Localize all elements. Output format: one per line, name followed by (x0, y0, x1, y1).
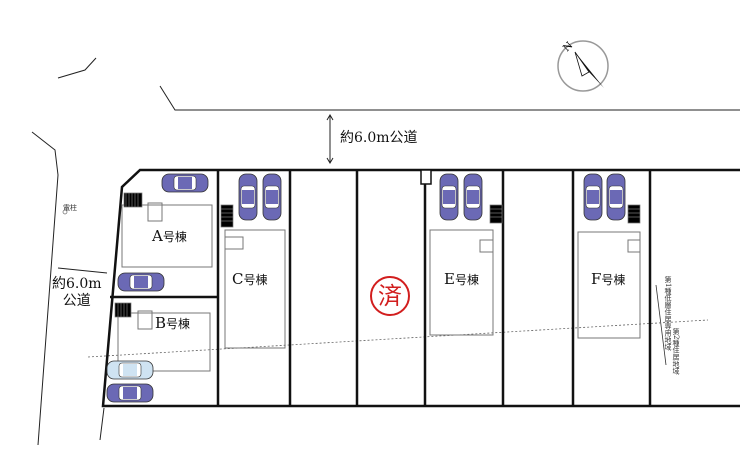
lot-f-label: F号棟 (591, 270, 626, 288)
building-footprints (117, 202, 641, 372)
road-width-arrow (326, 114, 334, 164)
car-icon (583, 173, 603, 221)
meter-box (420, 169, 432, 185)
lot-a-label: A号棟 (152, 227, 187, 245)
road-edge-north (159, 85, 740, 111)
car-icon (161, 173, 209, 193)
car-icon (606, 173, 626, 221)
parking-cars (106, 173, 626, 403)
car-icon (463, 173, 483, 221)
road-edge-west (31, 131, 59, 446)
car-icon (106, 360, 154, 380)
car-icon (439, 173, 459, 221)
road-edge-west-inner (99, 407, 105, 441)
utility-pole-label: 電柱 (63, 204, 77, 212)
car-icon (262, 173, 282, 221)
zone-boundary-arrow (655, 284, 667, 366)
west-road-width: 約6.0m (52, 276, 102, 292)
stairs (114, 192, 641, 318)
west-road-label: 約6.0m 公道 (52, 276, 102, 310)
car-icon (238, 173, 258, 221)
west-road-type: 公道 (62, 293, 91, 309)
lot-b-label: B号棟 (155, 314, 191, 332)
car-icon (117, 272, 165, 292)
lot-e-label: E号棟 (444, 270, 479, 288)
zone-lower-label: 第2種住居地域 (672, 328, 680, 375)
compass-icon: N (557, 40, 609, 92)
road-edge-northwest (57, 57, 97, 79)
north-road-label: 約6.0m公道 (340, 130, 418, 146)
sold-stamp: 済 (370, 276, 410, 316)
car-icon (106, 383, 154, 403)
utility-pole-icon (62, 209, 68, 215)
zone-boundary-line (87, 319, 709, 358)
zone-upper-label: 第1種低層住居専用地域 (664, 276, 672, 351)
lot-c-label: C号棟 (232, 270, 268, 288)
west-width-arrow (57, 267, 108, 274)
lot-outlines (101, 168, 740, 408)
